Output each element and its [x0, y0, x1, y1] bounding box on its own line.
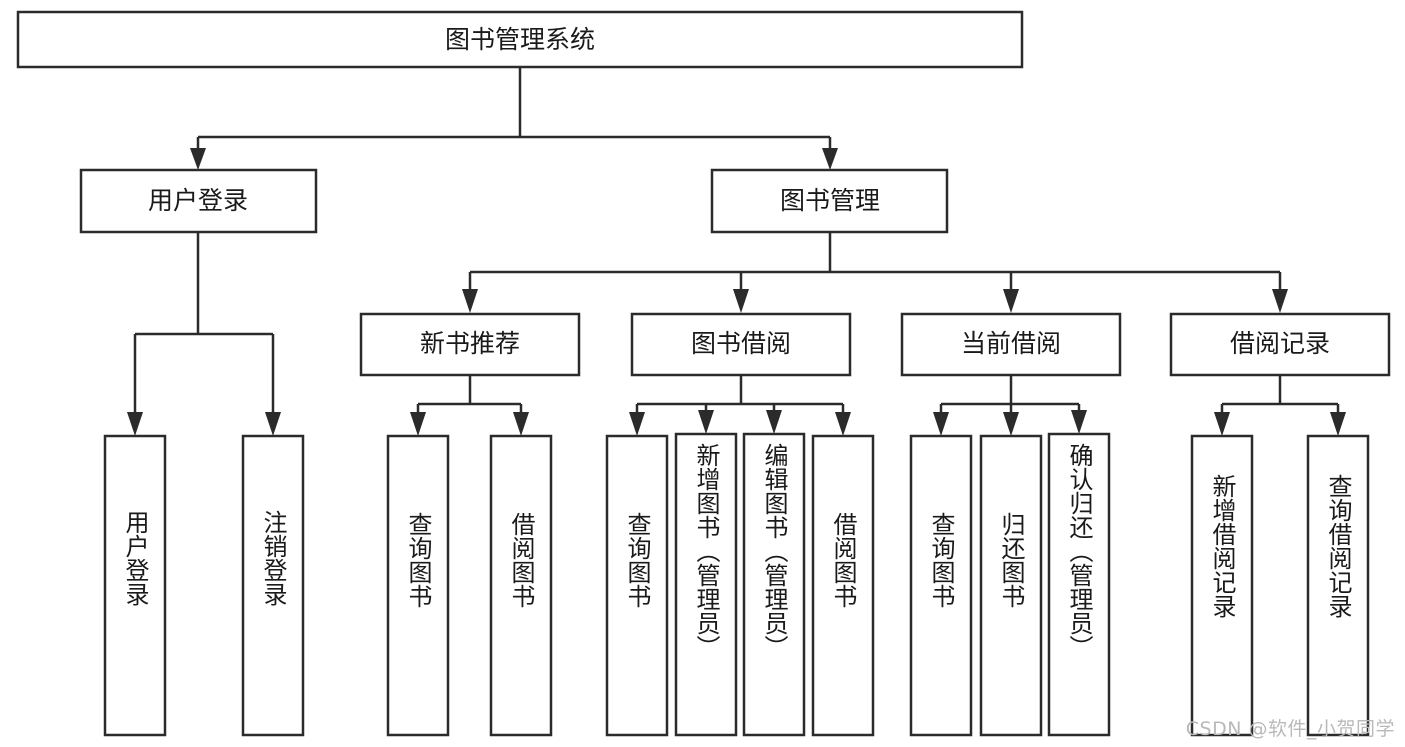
leaf-node-newbook-query[interactable]: 查询图书 — [386, 434, 450, 737]
leaf-label-newbook-borrow: 借阅图书 — [507, 512, 535, 608]
node-new-book-recommend[interactable]: 新书推荐 — [359, 312, 581, 377]
node-book-manage[interactable]: 图书管理 — [710, 168, 949, 234]
node-root-box — [16, 10, 1024, 69]
arrow-cb-leaf-2 — [1003, 412, 1019, 436]
node-book-borrow-label: 图书借阅 — [691, 329, 791, 358]
leaf-label-user-login-signout: 注销登录 — [259, 510, 287, 606]
leaf-node-currentborrow-query[interactable]: 查询图书 — [909, 434, 973, 737]
leaf-node-bookborrow-edit[interactable]: 编辑图书（管理员） — [742, 432, 806, 737]
arrow-bb-leaf-1 — [629, 412, 645, 436]
leaf-box-borrowrecord-add — [1190, 434, 1254, 737]
node-new-book-recommend-box — [359, 312, 581, 377]
leaf-node-user-login-signin[interactable]: 用户登录 — [103, 434, 167, 737]
leaf-label-bookborrow-query: 查询图书 — [623, 512, 651, 608]
arrow-userlogin-leaf-1 — [127, 412, 143, 436]
leaf-box-currentborrow-query — [909, 434, 973, 737]
leaf-box-user-login-signin — [103, 434, 167, 737]
leaf-node-user-login-signout[interactable]: 注销登录 — [241, 434, 305, 737]
leaf-label-newbook-query: 查询图书 — [404, 512, 432, 608]
leaf-box-currentborrow-confirm — [1047, 432, 1111, 737]
arrow-root-to-user-login — [190, 148, 206, 170]
node-root-label: 图书管理系统 — [445, 25, 595, 54]
csdn-watermark: CSDN @软件_小贺同学 — [1185, 718, 1395, 740]
arrow-nb-leaf-1 — [410, 412, 426, 436]
leaf-box-bookborrow-borrow — [811, 434, 875, 737]
leaf-node-newbook-borrow[interactable]: 借阅图书 — [489, 434, 553, 737]
node-new-book-recommend-label: 新书推荐 — [420, 329, 520, 358]
leaf-box-user-login-signout — [241, 434, 305, 737]
leaf-label-bookborrow-add: 新增图书（管理员） — [692, 443, 720, 659]
connector-group-borrowrecord-to-leaves — [1214, 375, 1346, 436]
arrow-bm-to-new-book — [462, 289, 478, 313]
node-borrow-record[interactable]: 借阅记录 — [1169, 312, 1391, 377]
connector-group-currentborrow-to-leaves — [933, 375, 1087, 436]
arrow-bb-leaf-3 — [766, 410, 782, 434]
connector-group-newbook-to-leaves — [410, 375, 529, 436]
connector-group-bookmanage-to-level3 — [462, 232, 1288, 313]
arrow-cb-leaf-3 — [1071, 410, 1087, 434]
leaf-label-currentborrow-return: 归还图书 — [997, 512, 1025, 608]
node-book-borrow[interactable]: 图书借阅 — [630, 312, 852, 377]
node-borrow-record-label: 借阅记录 — [1230, 329, 1330, 358]
node-book-borrow-box — [630, 312, 852, 377]
leaf-label-bookborrow-borrow: 借阅图书 — [829, 512, 857, 608]
leaf-box-bookborrow-query — [605, 434, 669, 737]
leaf-node-currentborrow-confirm[interactable]: 确认归还（管理员） — [1047, 432, 1111, 737]
arrow-nb-leaf-2 — [513, 412, 529, 436]
arrow-root-to-book-manage — [822, 148, 838, 170]
arrow-cb-leaf-1 — [933, 412, 949, 436]
leaf-box-bookborrow-add — [674, 432, 738, 737]
arrow-userlogin-leaf-2 — [265, 412, 281, 436]
arrow-br-leaf-1 — [1214, 412, 1230, 436]
leaf-label-user-login-signin: 用户登录 — [121, 510, 149, 606]
node-current-borrow-box — [900, 312, 1122, 377]
leaf-node-bookborrow-query[interactable]: 查询图书 — [605, 434, 669, 737]
leaf-box-currentborrow-return — [979, 434, 1043, 737]
leaf-label-currentborrow-confirm: 确认归还（管理员） — [1065, 443, 1093, 659]
node-user-login-box — [79, 168, 318, 234]
node-user-login-label: 用户登录 — [148, 186, 248, 215]
connector-group-root-to-level2 — [190, 67, 838, 170]
leaf-node-borrowrecord-add[interactable]: 新增借阅记录 — [1190, 434, 1254, 737]
leaf-label-currentborrow-query: 查询图书 — [927, 512, 955, 608]
arrow-bm-to-borrow-record — [1272, 289, 1288, 313]
arrow-bm-to-book-borrow — [733, 289, 749, 313]
arrow-bm-to-current-borrow — [1003, 289, 1019, 313]
leaf-node-borrowrecord-query[interactable]: 查询借阅记录 — [1306, 434, 1370, 737]
node-user-login[interactable]: 用户登录 — [79, 168, 318, 234]
node-book-manage-label: 图书管理 — [780, 186, 880, 215]
connector-group-bookborrow-to-leaves — [629, 375, 851, 436]
leaf-node-bookborrow-borrow[interactable]: 借阅图书 — [811, 434, 875, 737]
node-current-borrow[interactable]: 当前借阅 — [900, 312, 1122, 377]
node-root-system[interactable]: 图书管理系统 — [16, 10, 1024, 69]
leaf-label-borrowrecord-add: 新增借阅记录 — [1208, 474, 1236, 618]
arrow-bb-leaf-4 — [835, 412, 851, 436]
connector-group-userlogin-to-leaves — [127, 232, 281, 436]
leaf-box-newbook-query — [386, 434, 450, 737]
node-current-borrow-label: 当前借阅 — [961, 329, 1061, 358]
leaf-label-bookborrow-edit: 编辑图书（管理员） — [760, 443, 788, 659]
leaf-box-newbook-borrow — [489, 434, 553, 737]
leaf-box-borrowrecord-query — [1306, 434, 1370, 737]
node-borrow-record-box — [1169, 312, 1391, 377]
arrow-br-leaf-2 — [1330, 412, 1346, 436]
leaf-label-borrowrecord-query: 查询借阅记录 — [1324, 474, 1352, 618]
node-book-manage-box — [710, 168, 949, 234]
leaf-node-bookborrow-add[interactable]: 新增图书（管理员） — [674, 432, 738, 737]
arrow-bb-leaf-2 — [698, 410, 714, 434]
leaf-box-bookborrow-edit — [742, 432, 806, 737]
leaf-node-currentborrow-return[interactable]: 归还图书 — [979, 434, 1043, 737]
